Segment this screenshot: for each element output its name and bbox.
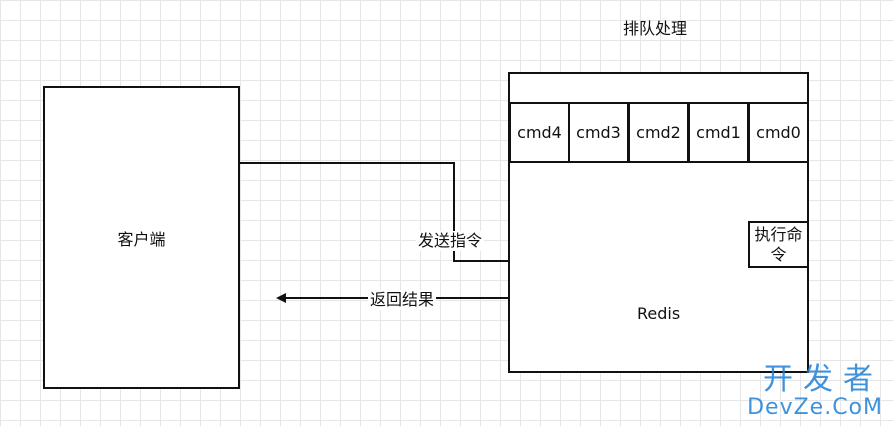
watermark-sub: DevZe.CoM — [747, 395, 883, 420]
queue-cell-cmd3: cmd3 — [568, 102, 629, 163]
send-command-line — [240, 162, 509, 262]
redis-label: Redis — [637, 304, 681, 323]
queue-cell-cmd1: cmd1 — [688, 102, 749, 163]
send-command-label: 发送指令 — [416, 231, 485, 251]
queue-cell-cmd2: cmd2 — [628, 102, 689, 163]
client-label: 客户端 — [117, 229, 166, 249]
queue-title: 排队处理 — [623, 19, 688, 38]
queue-cell-cmd0: cmd0 — [748, 102, 809, 163]
return-result-label: 返回结果 — [368, 290, 437, 310]
watermark: 开发者 DevZe.CoM — [747, 364, 883, 420]
client-box: 客户端 — [43, 86, 240, 389]
execute-command-box: 执行命令 — [748, 221, 809, 268]
watermark-main: 开发者 — [763, 362, 883, 397]
queue-cell-cmd4: cmd4 — [509, 102, 570, 163]
